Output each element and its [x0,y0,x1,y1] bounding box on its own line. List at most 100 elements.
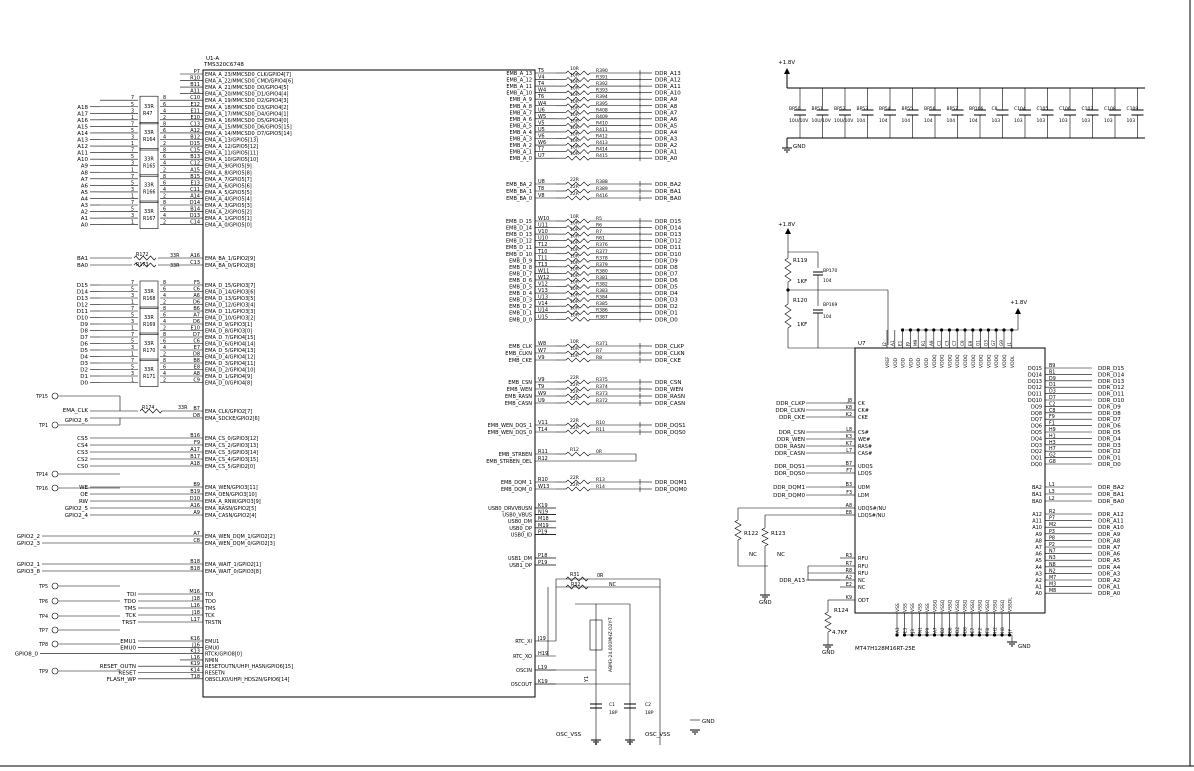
bp169-value: 104 [823,314,832,320]
u7-right-pin-name: DQ15 [1028,366,1042,372]
rpack-pin: 4 [163,213,166,219]
ddr-addr-row-value: 10R [570,132,579,138]
u1-pin-number: B16 [190,433,200,439]
u1-pin-name: OSCOUT [511,682,533,688]
ddr-ba-row-net: DDR_BA0 [655,196,682,202]
rpack-refdes: R164 [143,137,156,143]
u1-pin-name: EMB_A_0 [509,156,532,162]
u1-pin-name: OSCIN [516,668,532,674]
data-net-label: D4 [80,355,88,361]
test-point [51,582,59,590]
gnd-label: GND [702,719,715,725]
u1-pin-number: D15 [190,141,200,147]
address-net-label: A0 [81,223,89,229]
ddr-clk-row-resistor [565,350,591,356]
r124-resistor [824,611,832,633]
rpack-pin: 2 [163,115,166,121]
u7-bottom-pin-name: VSSQ [978,599,984,612]
u1-pin-name: EMB_D_1 [509,311,532,317]
rpack-pin: 2 [163,220,166,226]
test-point [51,597,59,605]
u7-bottom-pin-name: VSS [910,603,916,612]
rpack-value: 33R [144,209,154,215]
u7-top-pin-name: VDDQ [986,354,992,368]
rpack-pin: 4 [163,135,166,141]
test-point-label: TP8 [38,642,48,648]
ddr-clk-row-resistor [565,343,591,349]
u7-right-net-label: DDR_D6 [1098,424,1121,430]
u1-pin-number: B12 [190,135,200,141]
u1-pin-name: EMA_CS_4/GPIO3[15] [205,457,258,463]
rpack-pin: 1 [131,115,134,121]
junction-dot [962,633,967,637]
u1-pin-number: A11 [190,89,200,95]
u7-left-pin-number: R8 [846,568,852,574]
u7-right-pin-name: BA1 [1032,492,1042,498]
u1-pin-number: L16 [191,655,200,661]
junction-dot [977,633,982,637]
u1-pin-number: B18 [190,566,200,572]
ddr-data-row-net: DDR_D15 [655,219,682,225]
ddr-clk-row-value: 10R [570,339,579,345]
u7-right-pin-number: N3 [1049,555,1056,561]
u7-right-pin-name: DQ2 [1031,449,1042,455]
u1-pin-name: EMB_A_7 [509,110,532,116]
cap-value: 104 [924,118,933,124]
u7-right-pin-number: P2 [1049,542,1055,548]
ddr-clk-row-net: DDR_CKE [655,358,681,364]
ddr-addr-row-resistor [565,142,591,148]
u7-right-net-label: DDR_D1 [1098,456,1121,462]
rpack-pin: 2 [163,326,166,332]
u7-top-pin-number: G9 [999,340,1004,346]
rpack-pin: 1 [131,167,134,173]
data-net-label: D12 [77,303,88,309]
ddr-ba-row-value: 22R [570,191,579,197]
u1-pin-number: D6 [193,319,200,325]
strobe-refdes: R12 [570,447,579,453]
u7-bottom-pin-name: VSSQ [993,599,999,612]
u1-pin-number: B6 [193,306,200,312]
ddr-data-row-refdes: R61 [596,236,605,242]
u7-left-pin-number: R7 [846,561,852,567]
test-point-label: TP4 [38,614,48,620]
r120-resistor [784,303,792,329]
ddr-dqm-row-value: 22R [570,475,579,481]
ddr-addr-row-refdes: R390 [596,68,608,74]
u7-left-pin-number: F7 [846,468,852,474]
u1-pin-name: EMB_CLK [509,344,533,350]
u7-right-pin-name: DQ1 [1031,456,1042,462]
u1-pin-number: T8 [537,186,544,192]
u7-right-pin-name: DQ11 [1028,392,1042,398]
u1-part-number: TMS320C6748 [203,62,244,68]
rpack-value: 33R [144,315,154,321]
u1-pin-name: EMB_D_7 [509,271,532,277]
u7-left-pin-name: CS# [858,430,869,436]
ddr-data-row-resistor [565,238,591,244]
ctl-net-label: OE [80,492,88,498]
u7-left-net-label: DDR_DQS0 [774,471,805,477]
cap-refdes: BP54 [879,106,891,112]
ddr-addr-row-refdes: R413 [596,140,608,146]
cap-value: 103 [1082,118,1091,124]
u7-right-pin-number: M3 [1049,582,1056,588]
rpack-pin: 1 [131,326,134,332]
rpack-pin: 3 [131,371,134,377]
u1-pin-number: D7 [193,332,200,338]
ddr-data-row-value: 10R [570,273,579,279]
ddr-data-row-refdes: R380 [596,268,608,274]
u7-bottom-pin-name: VSSQ [963,599,969,612]
u7-left-pin-name: CKE [858,415,868,421]
rpack-pin: 7 [131,358,134,364]
rpack-pin: 3 [131,135,134,141]
u7-right-pin-number: L2 [1049,496,1055,502]
u7-left-pin-name: LDQS#/NU [858,513,885,519]
u7-right-pin-number: H7 [1049,446,1056,452]
rpack-pin: 6 [163,154,166,160]
ddr-ba-row-resistor [565,188,591,194]
ddr-ctl-row-value: 22R [570,389,579,395]
u7-ddr2-body [854,347,1046,614]
u1-pin-number: E10 [190,326,200,332]
u1-pin-name: EMB_CSN [508,380,532,386]
u7-top-pin-name: VDDL [1010,355,1016,368]
cap-value: 103 [1104,118,1113,124]
